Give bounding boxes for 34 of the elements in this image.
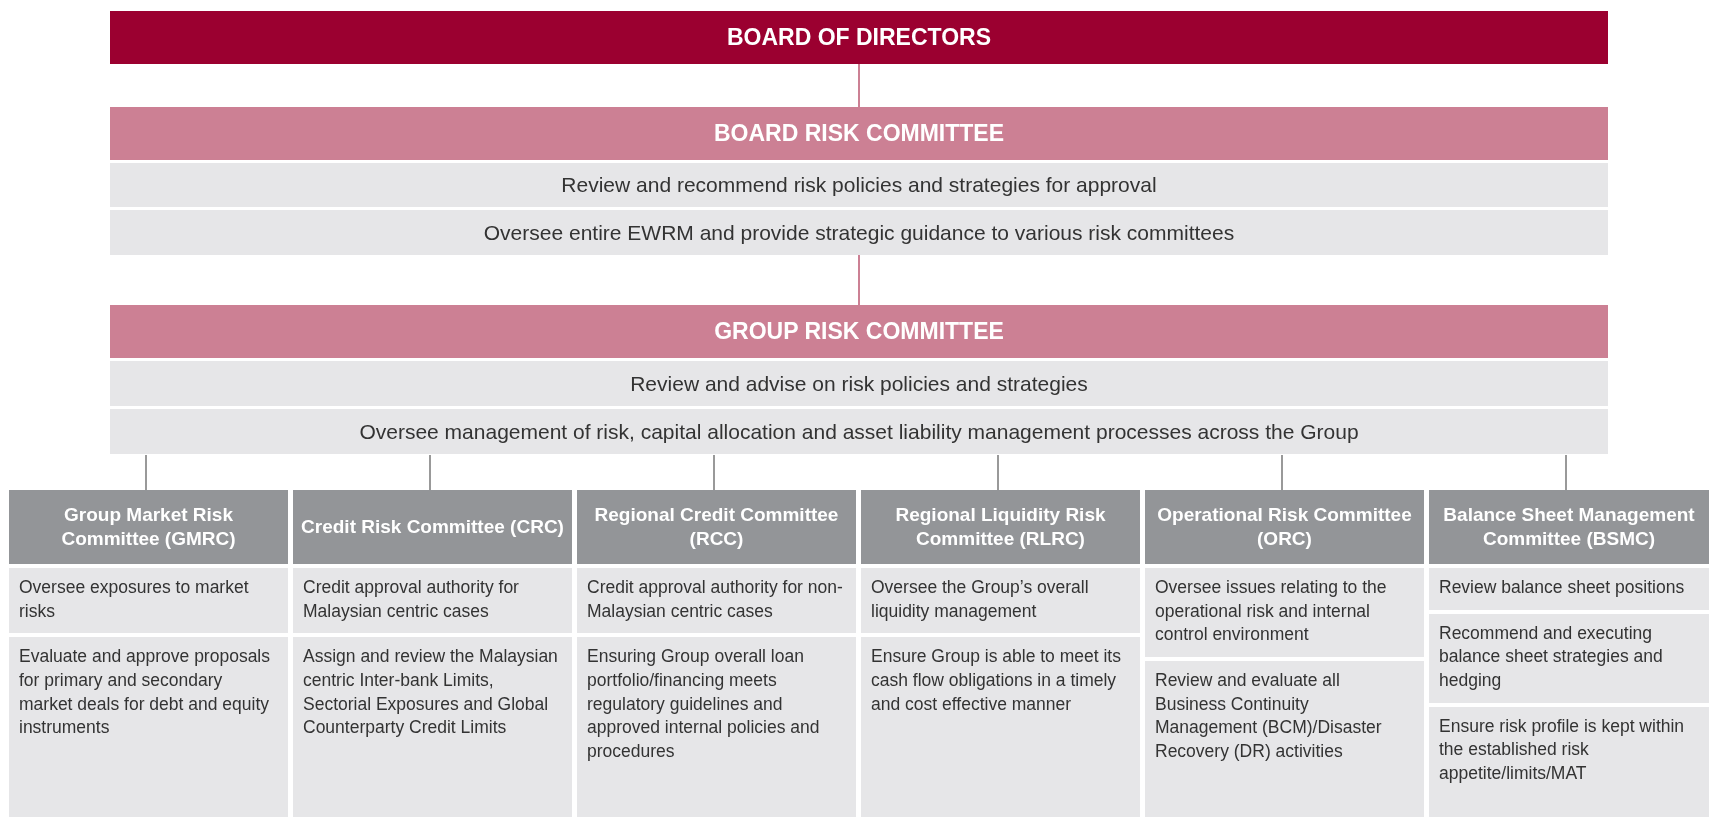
connector-line [429,454,431,491]
responsibility-cell: Credit approval authority for Malaysian centric cases [293,568,572,634]
committee-banner: GROUP RISK COMMITTEE [110,305,1608,358]
responsibility-cell: Ensuring Group overall loan portfolio/financing meets regulatory guidelines and approved internal policies and procedures [577,637,856,817]
responsibility-cell: Recommend and executing balance sheet strategies and hedging [1429,613,1709,703]
committee-header: Credit Risk Committee (CRC) [293,490,572,564]
committee-header: Operational Risk Committee (ORC) [1145,490,1424,564]
responsibility-cell: Oversee issues relating to the operational risk and internal control environment [1145,568,1424,657]
responsibility-cell: Evaluate and approve proposals for primary and secondary market deals for debt and equity instruments [9,637,288,817]
responsibility-row: Review and advise on risk policies and strategies [110,361,1608,406]
responsibility-cell: Assign and review the Malaysian centric Inter-bank Limits, Sectorial Exposures and Global Counterparty Credit Limits [293,637,572,817]
responsibility-cell: Oversee exposures to market risks [9,568,288,634]
committee-header: Regional Liquidity Risk Committee (RLRC) [861,490,1140,564]
responsibility-row: Oversee entire EWRM and provide strategic guidance to various risk committees [110,210,1608,255]
committee-header: Balance Sheet Management Committee (BSMC) [1429,490,1709,564]
connector-line [1565,454,1567,491]
connector-line [713,454,715,491]
responsibility-cell: Review balance sheet positions [1429,568,1709,610]
connector-line [858,63,860,108]
responsibility-cell: Ensure Group is able to meet its cash flow obligations in a timely and cost effective manner [861,637,1140,817]
responsibility-cell: Credit approval authority for non-Malaysian centric cases [577,568,856,634]
committee-banner: BOARD RISK COMMITTEE [110,107,1608,160]
responsibility-cell: Ensure risk profile is kept within the established risk appetite/limits/MAT [1429,706,1709,817]
connector-line [997,454,999,491]
responsibility-row: Oversee management of risk, capital allocation and asset liability management processes across the Group [110,409,1608,454]
committee-banner: BOARD OF DIRECTORS [110,11,1608,64]
responsibility-cell: Oversee the Group’s overall liquidity management [861,568,1140,634]
connector-line [145,454,147,491]
connector-line [858,254,860,306]
committee-header: Regional Credit Committee (RCC) [577,490,856,564]
responsibility-cell: Review and evaluate all Business Continuity Management (BCM)/Disaster Recovery (DR) activities [1145,660,1424,817]
committee-header: Group Market Risk Committee (GMRC) [9,490,288,564]
responsibility-row: Review and recommend risk policies and strategies for approval [110,162,1608,208]
connector-line [1281,454,1283,491]
